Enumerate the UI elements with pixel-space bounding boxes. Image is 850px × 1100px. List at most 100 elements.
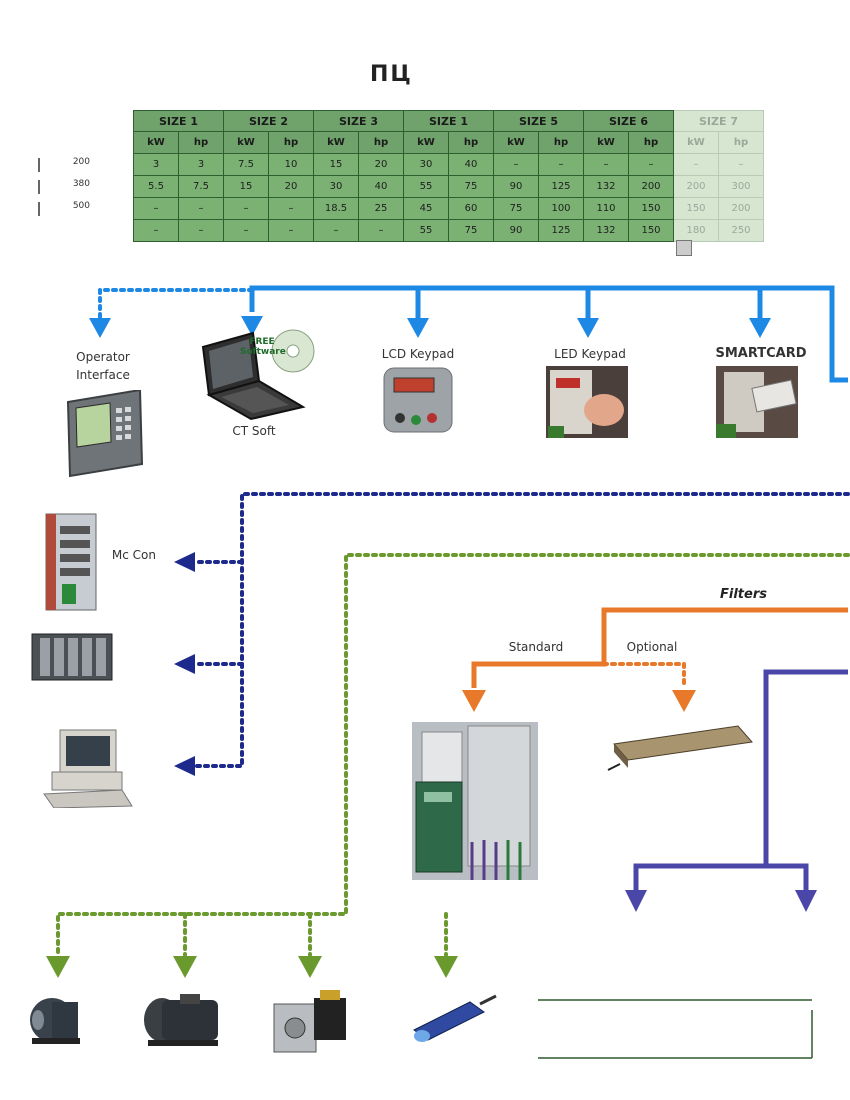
ct-soft-label: CT Soft — [232, 424, 276, 438]
table-cell: – — [583, 153, 629, 176]
blue-arrowheads — [241, 316, 771, 338]
table-cell: 7.5 — [223, 153, 269, 176]
table-cell: 55 — [403, 175, 449, 198]
table-cell: 110 — [583, 197, 629, 220]
table-cell: – — [313, 219, 359, 242]
optional-label: Optional — [626, 640, 678, 654]
free-software-label: FREE Software — [240, 337, 286, 357]
table-cell: 60 — [448, 197, 494, 220]
row-tick — [38, 202, 40, 216]
table-row: 3 3 7.5 10 15 20 30 40 – – – – – – — [133, 153, 764, 176]
table-cell: 200 — [718, 197, 764, 220]
motor-icon — [30, 998, 80, 1044]
table-cell: 250 — [718, 219, 764, 242]
voltage-label: 200 — [72, 157, 90, 167]
page-heading: ПЦ — [370, 62, 413, 87]
orange-arrowheads — [462, 690, 696, 712]
unit-header: hp — [178, 131, 224, 154]
standard-label: Standard — [508, 640, 564, 654]
blue-bus — [249, 285, 848, 383]
unit-header: kW — [313, 131, 359, 154]
table-cell: – — [628, 153, 674, 176]
table-cell: 15 — [313, 153, 359, 176]
cd-icon — [271, 329, 315, 373]
table-cell: 300 — [718, 175, 764, 198]
size-header-row: SIZE 1 SIZE 2 SIZE 3 SIZE 1 SIZE 5 SIZE … — [133, 110, 764, 132]
table-cell: – — [673, 153, 719, 176]
table-cell: – — [358, 219, 404, 242]
operator-interface-label: Operator Interface — [76, 350, 130, 382]
unit-header: kW — [583, 131, 629, 154]
table-cell: – — [223, 219, 269, 242]
voltage-label: 500 — [72, 201, 90, 211]
size-header: SIZE 2 — [223, 110, 314, 132]
table-cell: 150 — [628, 197, 674, 220]
size-header: SIZE 7 — [673, 110, 764, 132]
drive-size-table: SIZE 1 SIZE 2 SIZE 3 SIZE 1 SIZE 5 SIZE … — [133, 110, 764, 242]
servo-motor-icon — [273, 990, 346, 1053]
table-cell: – — [718, 153, 764, 176]
controller-module-icon — [45, 513, 97, 611]
orange-optional-line — [602, 662, 686, 690]
table-cell: 55 — [403, 219, 449, 242]
table-cell: 125 — [538, 175, 584, 198]
row-tick — [38, 180, 40, 194]
table-cell: 132 — [583, 175, 629, 198]
table-row: – – – – – – 55 75 90 125 132 150 180 250 — [133, 219, 764, 242]
table-cell: – — [268, 219, 314, 242]
table-cell: 200 — [628, 175, 674, 198]
table-cell: – — [178, 219, 224, 242]
led-keypad-label: LED Keypad — [554, 347, 626, 361]
unit-header: hp — [448, 131, 494, 154]
green-dotted-bus — [56, 553, 850, 957]
table-cell: 25 — [358, 197, 404, 220]
table-cell: 125 — [538, 219, 584, 242]
hmi-panel-icon — [66, 390, 144, 478]
table-cell: 30 — [403, 153, 449, 176]
table-cell: – — [133, 219, 179, 242]
table-cell: 180 — [673, 219, 719, 242]
filters-label: Filters — [720, 587, 767, 602]
motion-controller-label: Mc Con — [111, 548, 156, 562]
unit-header: hp — [718, 131, 764, 154]
smartcard-label: SMARTCARD — [715, 346, 807, 361]
empty-panel-outline — [538, 999, 813, 1059]
blue-dotted-arrowhead — [89, 318, 111, 338]
drive-cabinet-icon — [412, 722, 538, 880]
voltage-label: 380 — [72, 179, 90, 189]
unit-header: kW — [133, 131, 179, 154]
filter-unit-icon — [607, 725, 753, 771]
green-arrowheads — [46, 956, 458, 978]
table-cell: 3 — [178, 153, 224, 176]
table-cell: 75 — [448, 219, 494, 242]
table-cell: 7.5 — [178, 175, 224, 198]
desktop-pc-icon — [43, 729, 133, 808]
table-cell: – — [268, 197, 314, 220]
table-cell: 30 — [313, 175, 359, 198]
small-square-marker — [676, 240, 692, 256]
table-cell: 20 — [358, 153, 404, 176]
smartcard-photo — [716, 366, 798, 438]
table-row: 5.5 7.5 15 20 30 40 55 75 90 125 132 200… — [133, 175, 764, 198]
unit-header: kW — [403, 131, 449, 154]
blue-dotted-line — [98, 288, 254, 320]
size-header: SIZE 5 — [493, 110, 584, 132]
table-cell: 90 — [493, 175, 539, 198]
table-cell: 150 — [628, 219, 674, 242]
unit-header: kW — [493, 131, 539, 154]
lcd-keypad-label: LCD Keypad — [381, 347, 455, 361]
size-header: SIZE 6 — [583, 110, 674, 132]
brake-motor-icon — [144, 994, 218, 1046]
row-tick — [38, 158, 40, 172]
table-cell: 150 — [673, 197, 719, 220]
keypad-icon — [383, 367, 453, 433]
plc-icon — [31, 633, 113, 681]
purple-line — [633, 669, 848, 890]
laptop-icon — [201, 331, 306, 421]
purple-arrowheads — [625, 890, 817, 912]
navy-arrowheads — [174, 552, 195, 776]
navy-dotted-bus — [193, 492, 850, 768]
led-keypad-photo — [546, 366, 628, 438]
linear-motor-icon — [413, 994, 497, 1042]
